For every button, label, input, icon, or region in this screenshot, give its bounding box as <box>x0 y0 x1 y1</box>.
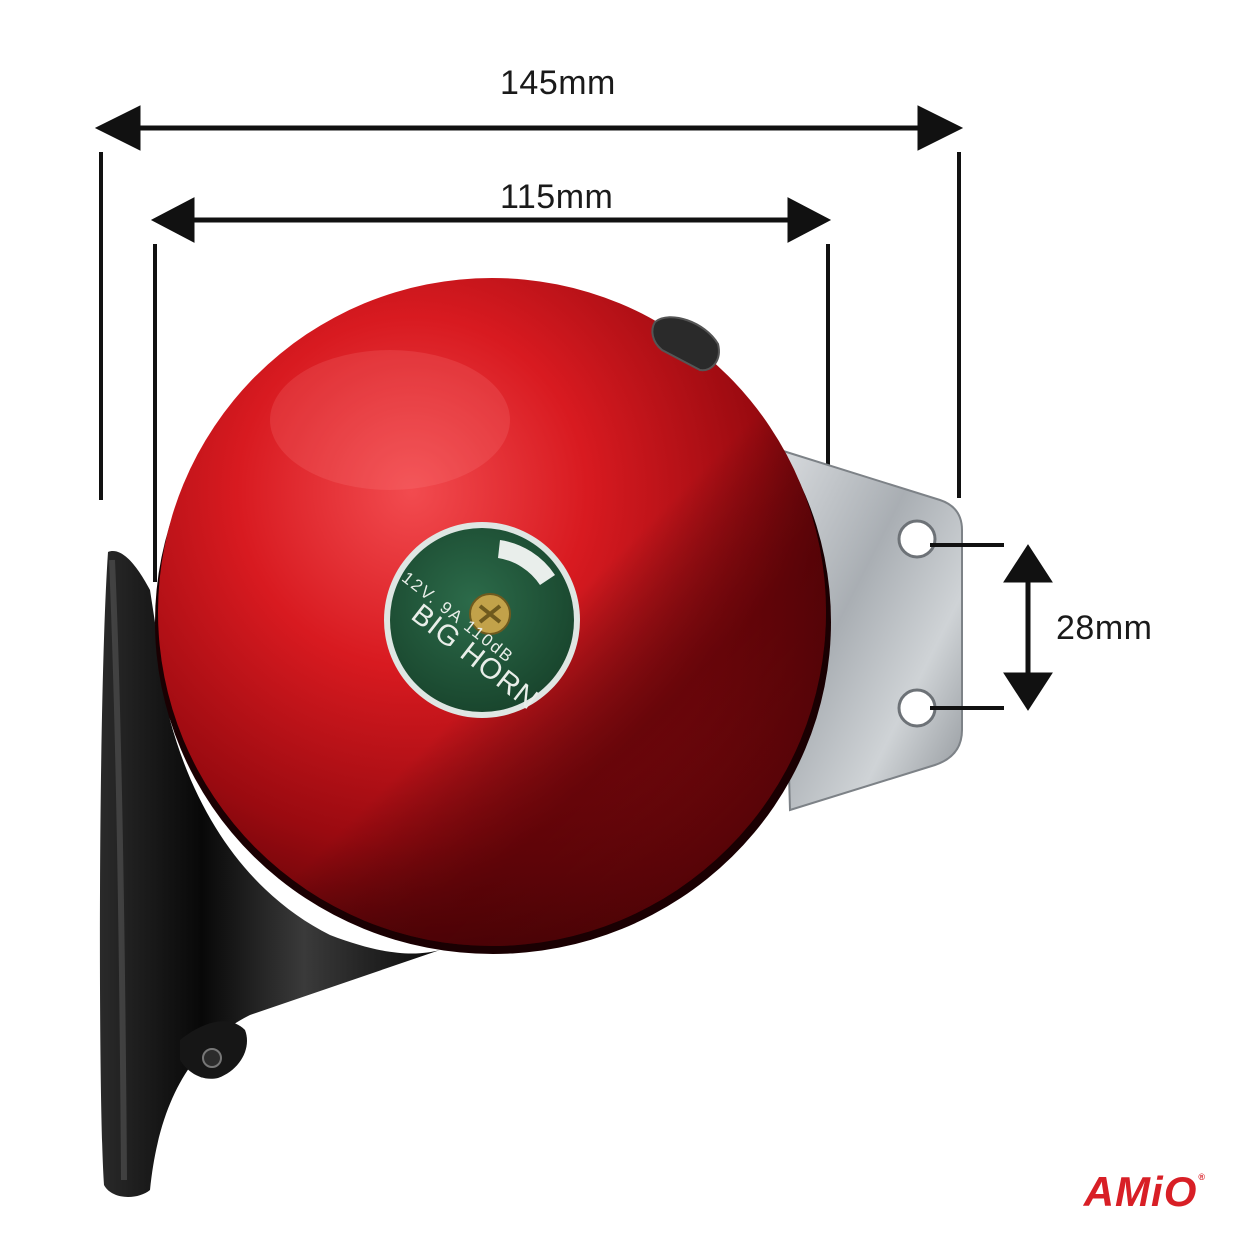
dimension-hole-spacing <box>930 543 1053 711</box>
bell-diameter-label: 115mm <box>500 178 614 216</box>
mount-hole-upper <box>897 519 937 559</box>
horn-body <box>99 551 441 1197</box>
mounting-bracket <box>778 448 963 812</box>
dimension-overall-width <box>94 105 964 500</box>
center-label <box>384 522 580 718</box>
overall-width-label: 145mm <box>500 64 616 102</box>
terminal-nub <box>651 316 720 372</box>
amio-logo: AMiO® <box>1084 1168 1206 1216</box>
mount-hole-lower <box>897 688 937 728</box>
brand-registered-mark: ® <box>1198 1172 1206 1182</box>
brand-logo-text: AMiO <box>1083 1168 1198 1215</box>
hole-spacing-label: 28mm <box>1056 609 1153 647</box>
